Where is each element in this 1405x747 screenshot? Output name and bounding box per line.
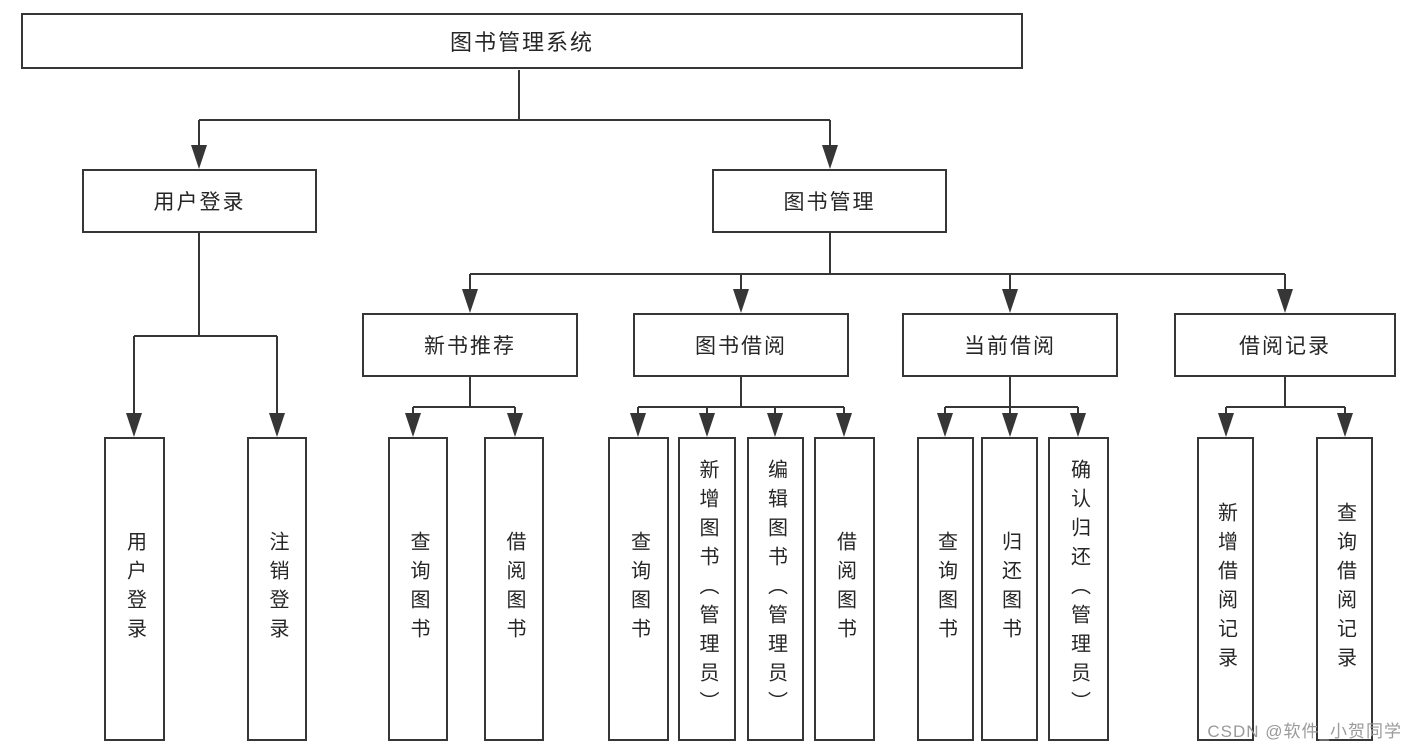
node-library-management-system: 图书管理系统 xyxy=(21,13,1023,69)
node-label: 编辑图书（管理员） xyxy=(764,458,787,720)
node-label: 用户登录 xyxy=(123,531,146,647)
node-book-management: 图书管理 xyxy=(712,169,947,233)
arrowheads xyxy=(126,145,1353,437)
leaf-query-books-borrowing: 查询图书 xyxy=(608,437,669,741)
node-label: 查询图书 xyxy=(627,531,650,647)
node-label: 注销登录 xyxy=(266,531,288,647)
node-label: 查询图书 xyxy=(934,531,957,647)
node-new-book-recommendation: 新书推荐 xyxy=(362,313,578,377)
node-current-borrowing: 当前借阅 xyxy=(902,313,1118,377)
node-label: 借阅记录 xyxy=(1239,335,1331,358)
leaf-query-borrow-record: 查询借阅记录 xyxy=(1316,437,1373,741)
leaf-add-borrow-record: 新增借阅记录 xyxy=(1197,437,1254,741)
leaf-user-login: 用户登录 xyxy=(104,437,165,741)
leaf-query-books-recommend: 查询图书 xyxy=(388,437,448,741)
csdn-watermark: CSDN @软件_小贺同学 xyxy=(1207,722,1402,741)
leaf-logout: 注销登录 xyxy=(247,437,307,741)
node-label: 新增借阅记录 xyxy=(1214,502,1237,676)
node-label: 借阅图书 xyxy=(503,531,525,647)
node-book-borrowing: 图书借阅 xyxy=(633,313,849,377)
node-label: 当前借阅 xyxy=(964,335,1056,358)
node-label: 图书管理 xyxy=(783,191,876,214)
node-borrowing-records: 借阅记录 xyxy=(1174,313,1396,377)
node-label: 用户登录 xyxy=(153,191,246,214)
node-label: 新书推荐 xyxy=(424,335,516,358)
node-user-login: 用户登录 xyxy=(82,169,317,233)
node-label: 借阅图书 xyxy=(833,531,856,647)
leaf-borrow-books-recommend: 借阅图书 xyxy=(484,437,544,741)
leaf-borrow-books-borrowing: 借阅图书 xyxy=(814,437,875,741)
node-label: 查询图书 xyxy=(407,531,429,647)
node-label: 归还图书 xyxy=(998,531,1021,647)
leaf-return-books: 归还图书 xyxy=(981,437,1038,741)
node-label: 图书管理系统 xyxy=(449,30,594,55)
leaf-confirm-return-admin: 确认归还（管理员） xyxy=(1048,437,1109,741)
leaf-edit-books-admin: 编辑图书（管理员） xyxy=(747,437,804,741)
node-label: 确认归还（管理员） xyxy=(1067,458,1090,720)
node-label: 查询借阅记录 xyxy=(1333,502,1356,676)
node-label: 新增图书（管理员） xyxy=(696,458,718,720)
node-label: 图书借阅 xyxy=(695,335,787,358)
leaf-add-books-admin: 新增图书（管理员） xyxy=(678,437,736,741)
leaf-query-books-current: 查询图书 xyxy=(917,437,974,741)
